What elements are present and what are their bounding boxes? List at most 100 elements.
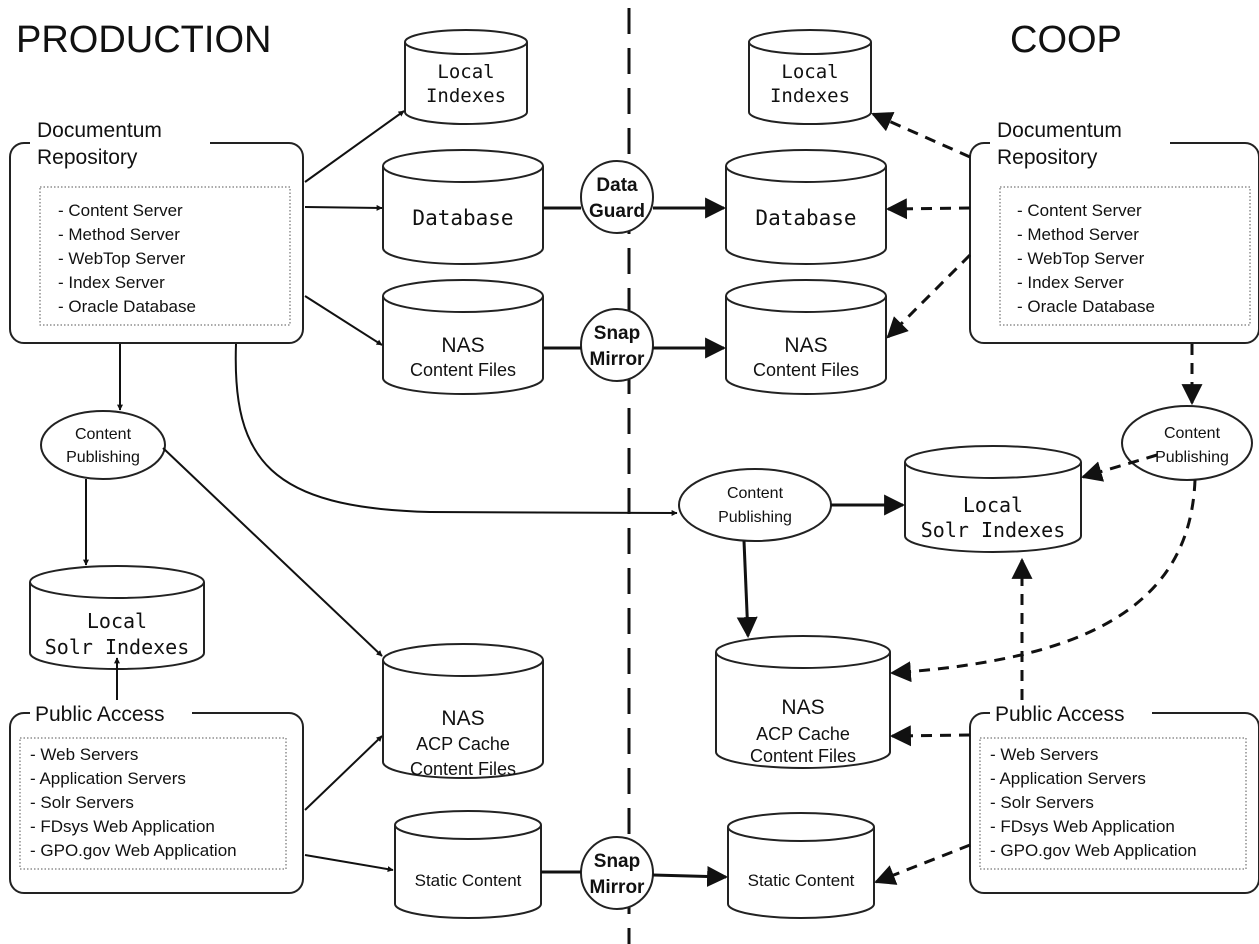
production-database-cylinder: Database (382, 149, 544, 265)
svg-text:Publishing: Publishing (66, 449, 140, 466)
svg-text:Local: Local (87, 609, 147, 633)
svg-text:Snap: Snap (594, 323, 640, 344)
coop-static-content-cylinder: Static Content (727, 812, 875, 919)
svg-text:Indexes: Indexes (770, 85, 850, 107)
svg-text:Snap: Snap (594, 851, 640, 872)
svg-text:Content Files: Content Files (410, 360, 516, 380)
arrow-snapmirror-to-static (652, 865, 729, 887)
svg-text:ACP Cache: ACP Cache (756, 724, 850, 744)
arrow-coop-publishing-to-solr (1080, 453, 1158, 482)
production-nas-acp-cache-cylinder: NAS ACP Cache Content Files (382, 643, 544, 779)
svg-text:Content Files: Content Files (410, 759, 516, 779)
svg-text:Indexes: Indexes (426, 85, 506, 107)
repository-title-line2: Repository (37, 146, 138, 169)
arrow-public-to-acp (304, 735, 383, 811)
arrow-coop-publishing-to-acp (889, 479, 1197, 683)
svg-text:NAS: NAS (441, 334, 484, 357)
svg-text:Database: Database (755, 206, 856, 230)
public-access-item: - FDsys Web Application (990, 817, 1175, 836)
svg-text:Mirror: Mirror (590, 349, 646, 370)
arrow-coop-repo-to-nas (886, 253, 972, 339)
snap-mirror-static-node: Snap Mirror (580, 836, 654, 910)
svg-text:Local: Local (437, 61, 494, 83)
coop-database-cylinder: Database (725, 149, 887, 265)
coop-content-publishing-node: Content Publishing (1121, 405, 1253, 481)
svg-text:Content Files: Content Files (750, 746, 856, 766)
production-content-publishing-node: Content Publishing (40, 410, 166, 480)
svg-text:Solr Indexes: Solr Indexes (921, 518, 1066, 542)
coop-nas-acp-cache-cylinder: NAS ACP Cache Content Files (715, 635, 891, 769)
arrow-center-publishing-to-acp (736, 540, 758, 639)
snap-mirror-node: Snap Mirror (580, 308, 654, 382)
svg-text:Solr Indexes: Solr Indexes (45, 635, 190, 659)
arrow-repo-to-nas (304, 295, 383, 346)
repository-item: - Content Server (1017, 201, 1142, 220)
svg-text:Mirror: Mirror (590, 877, 646, 898)
production-public-access: Public Access - Web Servers - Applicatio… (9, 698, 304, 894)
public-access-item: - Application Servers (30, 769, 186, 788)
arrow-repo-to-database (304, 204, 383, 211)
repository-title-line1: Documentum (37, 119, 162, 142)
coop-nas-content-cylinder: NAS Content Files (725, 279, 887, 395)
svg-text:Content: Content (75, 426, 132, 443)
public-access-item: - Application Servers (990, 769, 1146, 788)
production-documentum-repository: Documentum Repository - Content Server -… (9, 119, 304, 344)
arrow-coop-repo-to-db (885, 198, 971, 220)
repository-item: - Oracle Database (1017, 297, 1155, 316)
arrow-repo-to-center-publishing (234, 343, 678, 516)
arrow-repo-to-local-indexes (304, 110, 405, 183)
coop-local-indexes-cylinder: Local Indexes (748, 29, 872, 125)
arrow-public-to-static (304, 854, 394, 873)
arrow-publishing-to-acp (162, 447, 383, 657)
svg-text:Guard: Guard (589, 201, 645, 222)
repository-item: - Method Server (1017, 225, 1139, 244)
repository-item: - Index Server (58, 273, 165, 292)
production-local-indexes-cylinder: Local Indexes (404, 29, 528, 125)
svg-text:Content: Content (1164, 425, 1221, 442)
svg-text:Content Files: Content Files (753, 360, 859, 380)
public-access-item: - Solr Servers (30, 793, 134, 812)
repository-item: - WebTop Server (1017, 249, 1145, 268)
repository-item: - Index Server (1017, 273, 1124, 292)
svg-text:NAS: NAS (781, 696, 824, 719)
svg-text:Repository: Repository (997, 146, 1098, 169)
public-access-item: - Solr Servers (990, 793, 1094, 812)
svg-text:Static Content: Static Content (415, 871, 522, 890)
repository-item: - Oracle Database (58, 297, 196, 316)
svg-text:Documentum: Documentum (997, 119, 1122, 142)
svg-text:Publishing: Publishing (1155, 449, 1229, 466)
svg-text:Publishing: Publishing (718, 509, 792, 526)
data-guard-node: Data Guard (580, 160, 654, 234)
public-access-item: - Web Servers (30, 745, 138, 764)
repository-item: - Method Server (58, 225, 180, 244)
coop-documentum-repository: Documentum Repository - Content Server -… (969, 119, 1259, 344)
arrow-coop-public-to-static (874, 843, 971, 885)
public-access-item: - Web Servers (990, 745, 1098, 764)
svg-text:Local: Local (963, 493, 1023, 517)
svg-text:ACP Cache: ACP Cache (416, 734, 510, 754)
production-static-content-cylinder: Static Content (394, 810, 542, 919)
production-local-solr-cylinder: Local Solr Indexes (29, 565, 205, 670)
repository-item: - WebTop Server (58, 249, 186, 268)
repository-item: - Content Server (58, 201, 183, 220)
arrow-coop-public-to-acp (889, 725, 971, 747)
svg-text:Database: Database (412, 206, 513, 230)
public-access-item: - GPO.gov Web Application (30, 841, 237, 860)
coop-local-solr-cylinder: Local Solr Indexes (904, 445, 1082, 553)
connectors (83, 110, 1203, 887)
arrow-coop-repo-to-local-indexes (871, 112, 971, 159)
production-nas-content-cylinder: NAS Content Files (382, 279, 544, 395)
public-access-item: - GPO.gov Web Application (990, 841, 1197, 860)
svg-text:NAS: NAS (784, 334, 827, 357)
public-access-item: - FDsys Web Application (30, 817, 215, 836)
production-heading: PRODUCTION (16, 19, 271, 61)
coop-public-access: Public Access - Web Servers - Applicatio… (969, 698, 1259, 894)
svg-text:NAS: NAS (441, 707, 484, 730)
public-access-title: Public Access (35, 703, 165, 726)
svg-text:Content: Content (727, 485, 784, 502)
svg-text:Public Access: Public Access (995, 703, 1125, 726)
center-content-publishing-node: Content Publishing (678, 468, 832, 542)
svg-text:Local: Local (781, 61, 838, 83)
svg-text:Static Content: Static Content (748, 871, 855, 890)
